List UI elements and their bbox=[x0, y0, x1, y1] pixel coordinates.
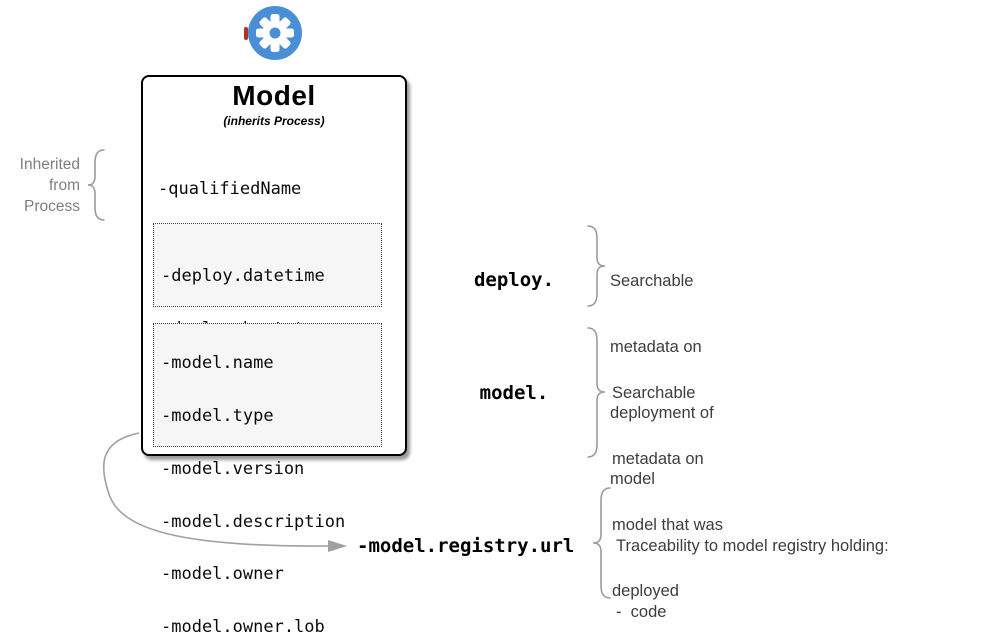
model-curly-brace bbox=[584, 326, 608, 459]
description-line: model bbox=[610, 470, 655, 488]
note-line: Process bbox=[24, 198, 80, 215]
attribute-row: -deploy.datetime bbox=[161, 266, 325, 286]
left-curly-brace bbox=[86, 148, 108, 222]
note-line: Inherited bbox=[19, 156, 80, 173]
gear-icon bbox=[248, 6, 302, 60]
red-speck-artifact bbox=[244, 27, 248, 40]
deploy-prefix-label: deploy. bbox=[473, 269, 555, 291]
attribute-row: -model.owner.lob bbox=[161, 617, 325, 638]
attribute-row: -qualifiedName bbox=[158, 179, 302, 199]
description-line: Traceability to model registry holding: bbox=[616, 536, 889, 555]
box-subtitle: (inherits Process) bbox=[223, 114, 325, 128]
note-line: from bbox=[49, 177, 80, 194]
model-class-box: Model (inherits Process) -qualifiedName … bbox=[141, 75, 407, 636]
description-line: model that was bbox=[612, 516, 723, 534]
registry-curly-brace bbox=[589, 486, 614, 600]
description-line: Searchable bbox=[612, 384, 696, 402]
model-attributes-group: -model.name -model.type -model.version -… bbox=[153, 323, 382, 636]
deploy-curly-brace bbox=[584, 224, 608, 308]
model-prefix-label: model. bbox=[479, 382, 549, 404]
registry-url-label: -model.registry.url bbox=[357, 535, 575, 557]
description-line: metadata on bbox=[612, 450, 704, 468]
model-description: Searchable metadata on model that was de… bbox=[612, 338, 723, 642]
description-line: metadata on bbox=[610, 338, 702, 356]
box-title: Model bbox=[232, 80, 316, 111]
description-line: deployment of bbox=[610, 404, 714, 422]
inherited-from-process-note: Inherited from Process bbox=[8, 154, 80, 217]
deploy-attributes-group: -deploy.datetime -deploy.host.type -depl… bbox=[153, 223, 382, 442]
description-line: Searchable bbox=[610, 272, 694, 290]
registry-description: Traceability to model registry holding: … bbox=[616, 490, 889, 642]
attribute-row: -model.owner bbox=[161, 564, 284, 585]
deploy-description: Searchable metadata on deployment of mod… bbox=[610, 226, 714, 534]
attribute-row: -model.description bbox=[161, 511, 346, 532]
description-line: deployed bbox=[612, 582, 679, 600]
attribute-row: -model.type bbox=[161, 405, 274, 426]
attribute-row: -model.version bbox=[161, 458, 305, 479]
attribute-row: -model.name bbox=[161, 353, 274, 374]
description-line: - code bbox=[616, 603, 667, 622]
